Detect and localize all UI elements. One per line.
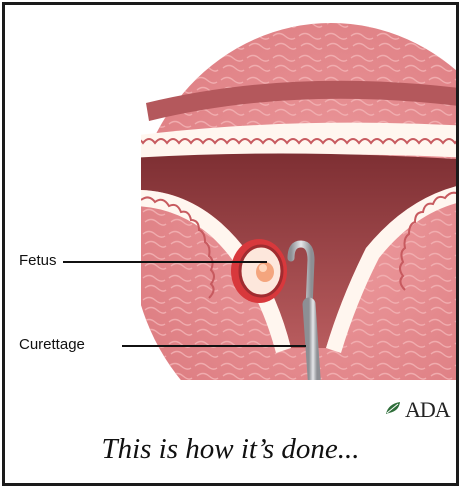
ada-logo: ADA — [385, 397, 450, 423]
leaf-icon — [385, 401, 403, 420]
logo-text: ADA — [405, 397, 450, 423]
curette-shaft — [309, 304, 317, 420]
curettage-label: Curettage — [19, 337, 85, 352]
uterus-illustration — [141, 8, 459, 420]
fetus-leader-line — [63, 261, 267, 263]
curettage-leader-line — [122, 345, 306, 347]
fetus-label: Fetus — [19, 253, 57, 268]
figure-frame: Fetus Curettage ADA This is how it’s don… — [2, 2, 459, 486]
figure-caption: This is how it’s done... — [5, 433, 456, 466]
